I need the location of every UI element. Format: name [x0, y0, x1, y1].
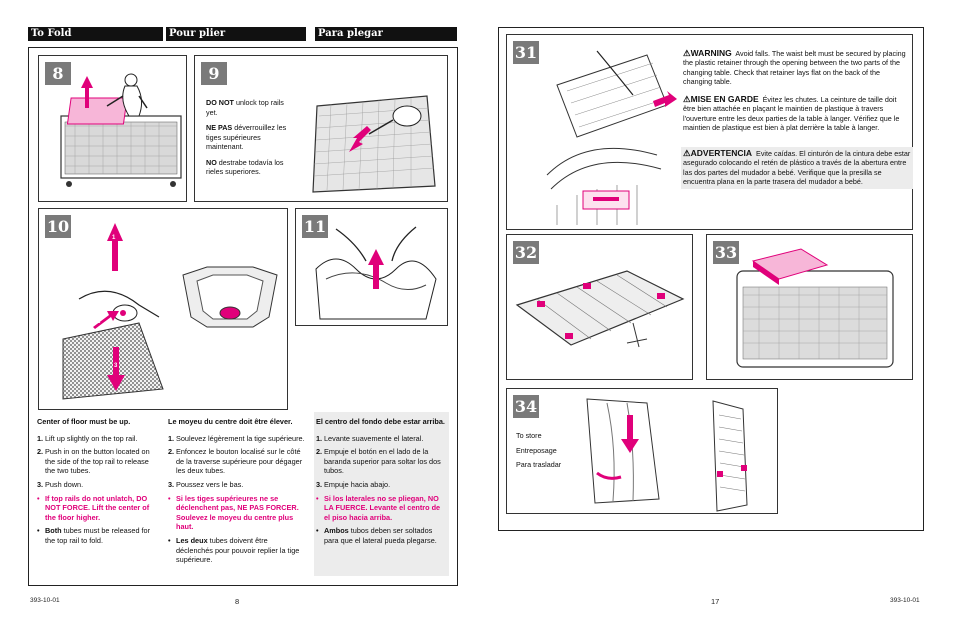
instructions-es: El centro del fondo debe estar arriba. 1…: [316, 417, 446, 550]
list-item: 3.Poussez vers le bas.: [168, 479, 244, 489]
fr-text: déverrouillez les tiges supérieures main…: [206, 123, 287, 151]
step-number: 32: [513, 241, 539, 264]
page-number-right: 17: [711, 597, 720, 606]
header-para-plegar: Para plegar: [315, 27, 457, 41]
list-item: 2.Empuje el botón en el lado de la baran…: [316, 447, 441, 476]
step-33-panel: 33: [706, 234, 913, 380]
footer-code-left: 393-10-01: [30, 597, 60, 604]
en-text: unlock top rails yet.: [206, 98, 284, 117]
warning-fr: ⚠MISE EN GARDE Évitez les chutes. La cei…: [683, 94, 909, 133]
step-32-illustration: [515, 270, 685, 348]
fr-bold: NE PAS: [206, 123, 233, 132]
step-9-text: DO NOT unlock top rails yet. NE PAS déve…: [206, 98, 288, 177]
instructions-en: Center of floor must be up. 1.Lift up sl…: [37, 417, 157, 550]
warning-icon: ⚠: [683, 148, 691, 158]
instructions-title: El centro del fondo debe estar arriba.: [316, 417, 445, 426]
list-item: 1.Soulevez légèrement la tige supérieure…: [168, 433, 305, 443]
warning-es-label: ADVERTENCIA: [690, 148, 753, 158]
es-text: destrabe todavía los rieles superiores.: [206, 157, 284, 177]
note-text: •Both tubes must be released for the top…: [37, 526, 151, 545]
step-33-illustration: [736, 248, 894, 368]
warning-icon: ⚠: [683, 48, 691, 58]
warning-en-text: Avoid falls. The waist belt must be secu…: [683, 49, 906, 87]
store-labels: To store Entreposage Para trasladar: [516, 431, 576, 470]
es-bold: NO: [206, 157, 217, 167]
step-10-illustration: [62, 223, 278, 400]
warning-text: •Si les tiges supérieures ne se déclench…: [168, 493, 299, 532]
arrow-label-1: 1: [112, 235, 116, 241]
step-number: 10: [45, 215, 71, 238]
warning-fr-label: MISE EN GARDE: [690, 94, 759, 104]
warning-icon: ⚠: [683, 94, 691, 104]
warning-fr-text: Évitez les chutes. La ceinture de taille…: [683, 95, 900, 133]
step-34-panel: 34 To store Entreposage Para trasladar: [506, 388, 778, 514]
step-10-panel: 10 1 2 3: [38, 208, 288, 410]
left-page-frame: [28, 47, 458, 586]
note-text: •Ambos tubos deben ser soltados para que…: [316, 526, 437, 545]
list-item: 3.Empuje hacia abajo.: [316, 479, 391, 489]
store-label-en: To store: [516, 431, 542, 440]
list-item: 1.Lift up slightly on the top rail.: [37, 433, 138, 443]
warning-es: ⚠ADVERTENCIA Evite caídas. El cinturón d…: [681, 147, 913, 189]
instructions-title: Center of floor must be up.: [37, 417, 131, 426]
arrow-label-2: 2: [97, 319, 101, 325]
instructions-es-bg: [314, 412, 449, 576]
list-item: 2.Enfoncez le bouton localisé sur le côt…: [168, 447, 303, 476]
store-label-fr: Entreposage: [516, 445, 557, 455]
instructions-fr: Le moyeu du centre doit être élever. 1.S…: [168, 417, 306, 569]
step-number: 33: [713, 241, 739, 264]
warning-en: ⚠WARNING Avoid falls. The waist belt mus…: [683, 48, 909, 87]
step-number: 11: [302, 215, 328, 238]
warning-text: •If top rails do not unlatch, DO NOT FOR…: [37, 493, 150, 522]
step-8-panel: 8: [38, 55, 187, 202]
en-bold: DO NOT: [206, 98, 234, 107]
step-11-illustration: [315, 226, 437, 320]
warning-es-text: Evite caídas. El cinturón de la cintura …: [683, 149, 911, 187]
step-number: 9: [201, 62, 227, 85]
note-text: •Les deux tubes doivent être déclenchés …: [168, 535, 300, 565]
instructions-title: Le moyeu du centre doit être élever.: [168, 417, 293, 426]
right-page-frame: [498, 27, 924, 531]
step-9-illustration: [312, 95, 436, 193]
step-31-illustration: [546, 50, 677, 225]
step-number: 34: [513, 395, 539, 418]
step-8-illustration: [60, 73, 182, 187]
store-label-es: Para trasladar: [516, 460, 562, 469]
step-11-panel: 11: [295, 208, 448, 326]
step-34-illustration: [586, 398, 748, 512]
list-item: 3.Push down.: [37, 479, 84, 489]
header-to-fold: To Fold: [28, 27, 163, 41]
step-32-panel: 32: [506, 234, 693, 380]
step-number: 8: [45, 62, 71, 85]
step-number: 31: [513, 41, 539, 64]
warning-text: •Si los laterales no se pliegan, NO LA F…: [316, 493, 441, 522]
step-31-panel: 31 ⚠WARNING Avoid falls. The waist belt …: [506, 34, 913, 230]
list-item: 1.Levante suavemente el lateral.: [316, 433, 424, 443]
footer-code-right: 393-10-01: [890, 597, 920, 604]
list-item: 2.Push in on the button located on the s…: [37, 447, 150, 476]
arrow-label-3: 3: [114, 363, 118, 369]
header-pour-plier: Pour plier: [166, 27, 306, 41]
warning-en-label: WARNING: [690, 48, 732, 58]
step-9-panel: 9 DO NOT unlock top rails yet. NE PAS dé…: [194, 55, 448, 202]
page-number-left: 8: [235, 597, 240, 606]
